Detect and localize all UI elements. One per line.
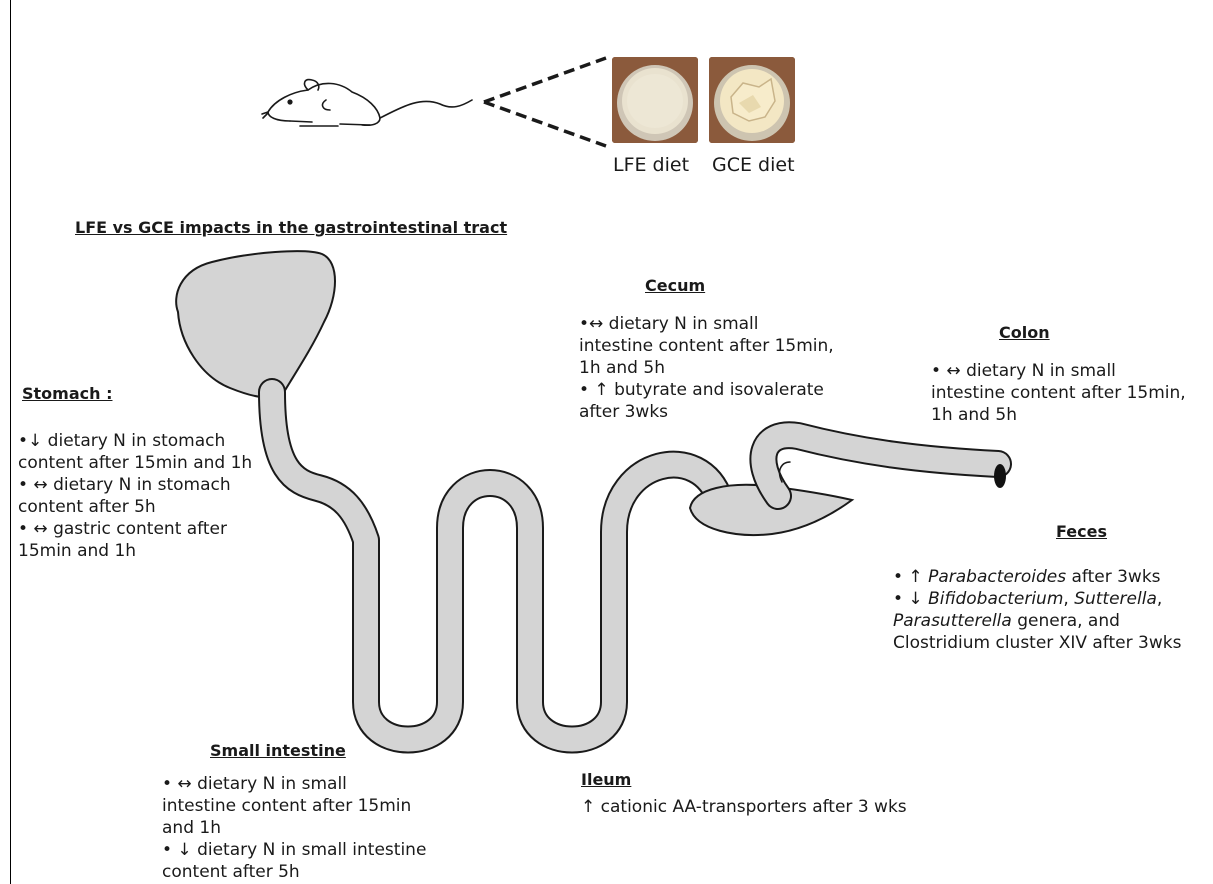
small-intestine-line: • ↔ dietary N in small [162,773,426,795]
cecum-line: intestine content after 15min, [579,335,834,357]
lfe-diet-photo [612,57,698,143]
cecum-line: 1h and 5h [579,357,834,379]
cecum-line: •↔ dietary N in small [579,313,834,335]
small-intestine-line: content after 5h [162,861,426,883]
small-intestine-tube [272,392,720,740]
feces-line: Parasutterella genera, and [893,610,1181,632]
colon-line: 1h and 5h [931,404,1186,426]
gce-diet-label: GCE diet [712,154,795,176]
parasutterella-name: Parasutterella [893,611,1012,631]
stomach-line: 15min and 1h [18,540,252,562]
cecum-text: •↔ dietary N in small intestine content … [579,313,834,423]
cecum-heading: Cecum [645,276,705,295]
cecum-line: after 3wks [579,401,834,423]
zoom-lines [484,58,606,146]
stomach-line: content after 5h [18,496,252,518]
stomach-shape [176,251,335,397]
feces-line: Clostridium cluster XIV after 3wks [893,632,1181,654]
small-intestine-line: and 1h [162,817,426,839]
small-intestine-text: • ↔ dietary N in small intestine content… [162,773,426,883]
colon-tube [763,435,998,496]
stomach-line: • ↔ gastric content after [18,518,252,540]
lfe-cup-icon [612,57,698,143]
ileum-heading: Ileum [581,770,631,789]
page-title: LFE vs GCE impacts in the gastrointestin… [75,218,507,237]
feces-heading: Feces [1056,522,1107,541]
parabacteroides-name: Parabacteroides [928,567,1066,587]
colon-line: • ↔ dietary N in small [931,360,1186,382]
colon-heading: Colon [999,323,1050,342]
bifidobacterium-name: Bifidobacterium [928,589,1063,609]
cecum-line: • ↑ butyrate and isovalerate [579,379,834,401]
stomach-line: •↓ dietary N in stomach [18,430,252,452]
stomach-text: •↓ dietary N in stomach content after 15… [18,430,252,562]
anus-opening [994,464,1006,488]
small-intestine-heading: Small intestine [210,741,346,760]
feces-text: • ↑ Parabacteroides after 3wks • ↓ Bifid… [893,566,1181,654]
lfe-diet-label: LFE diet [613,154,689,176]
stomach-line: content after 15min and 1h [18,452,252,474]
gce-diet-photo [709,57,795,143]
gce-cup-icon [709,57,795,143]
sutterella-name: Sutterella [1074,589,1157,609]
feces-line: • ↑ Parabacteroides after 3wks [893,566,1181,588]
mouse-icon [262,80,472,126]
stomach-heading: Stomach : [22,384,112,403]
small-intestine-line: intestine content after 15min [162,795,426,817]
colon-line: intestine content after 15min, [931,382,1186,404]
small-intestine-line: • ↓ dietary N in small intestine [162,839,426,861]
colon-text: • ↔ dietary N in small intestine content… [931,360,1186,426]
stomach-line: • ↔ dietary N in stomach [18,474,252,496]
ileum-text: ↑ cationic AA-transporters after 3 wks [581,796,907,818]
feces-line: • ↓ Bifidobacterium, Sutterella, [893,588,1181,610]
